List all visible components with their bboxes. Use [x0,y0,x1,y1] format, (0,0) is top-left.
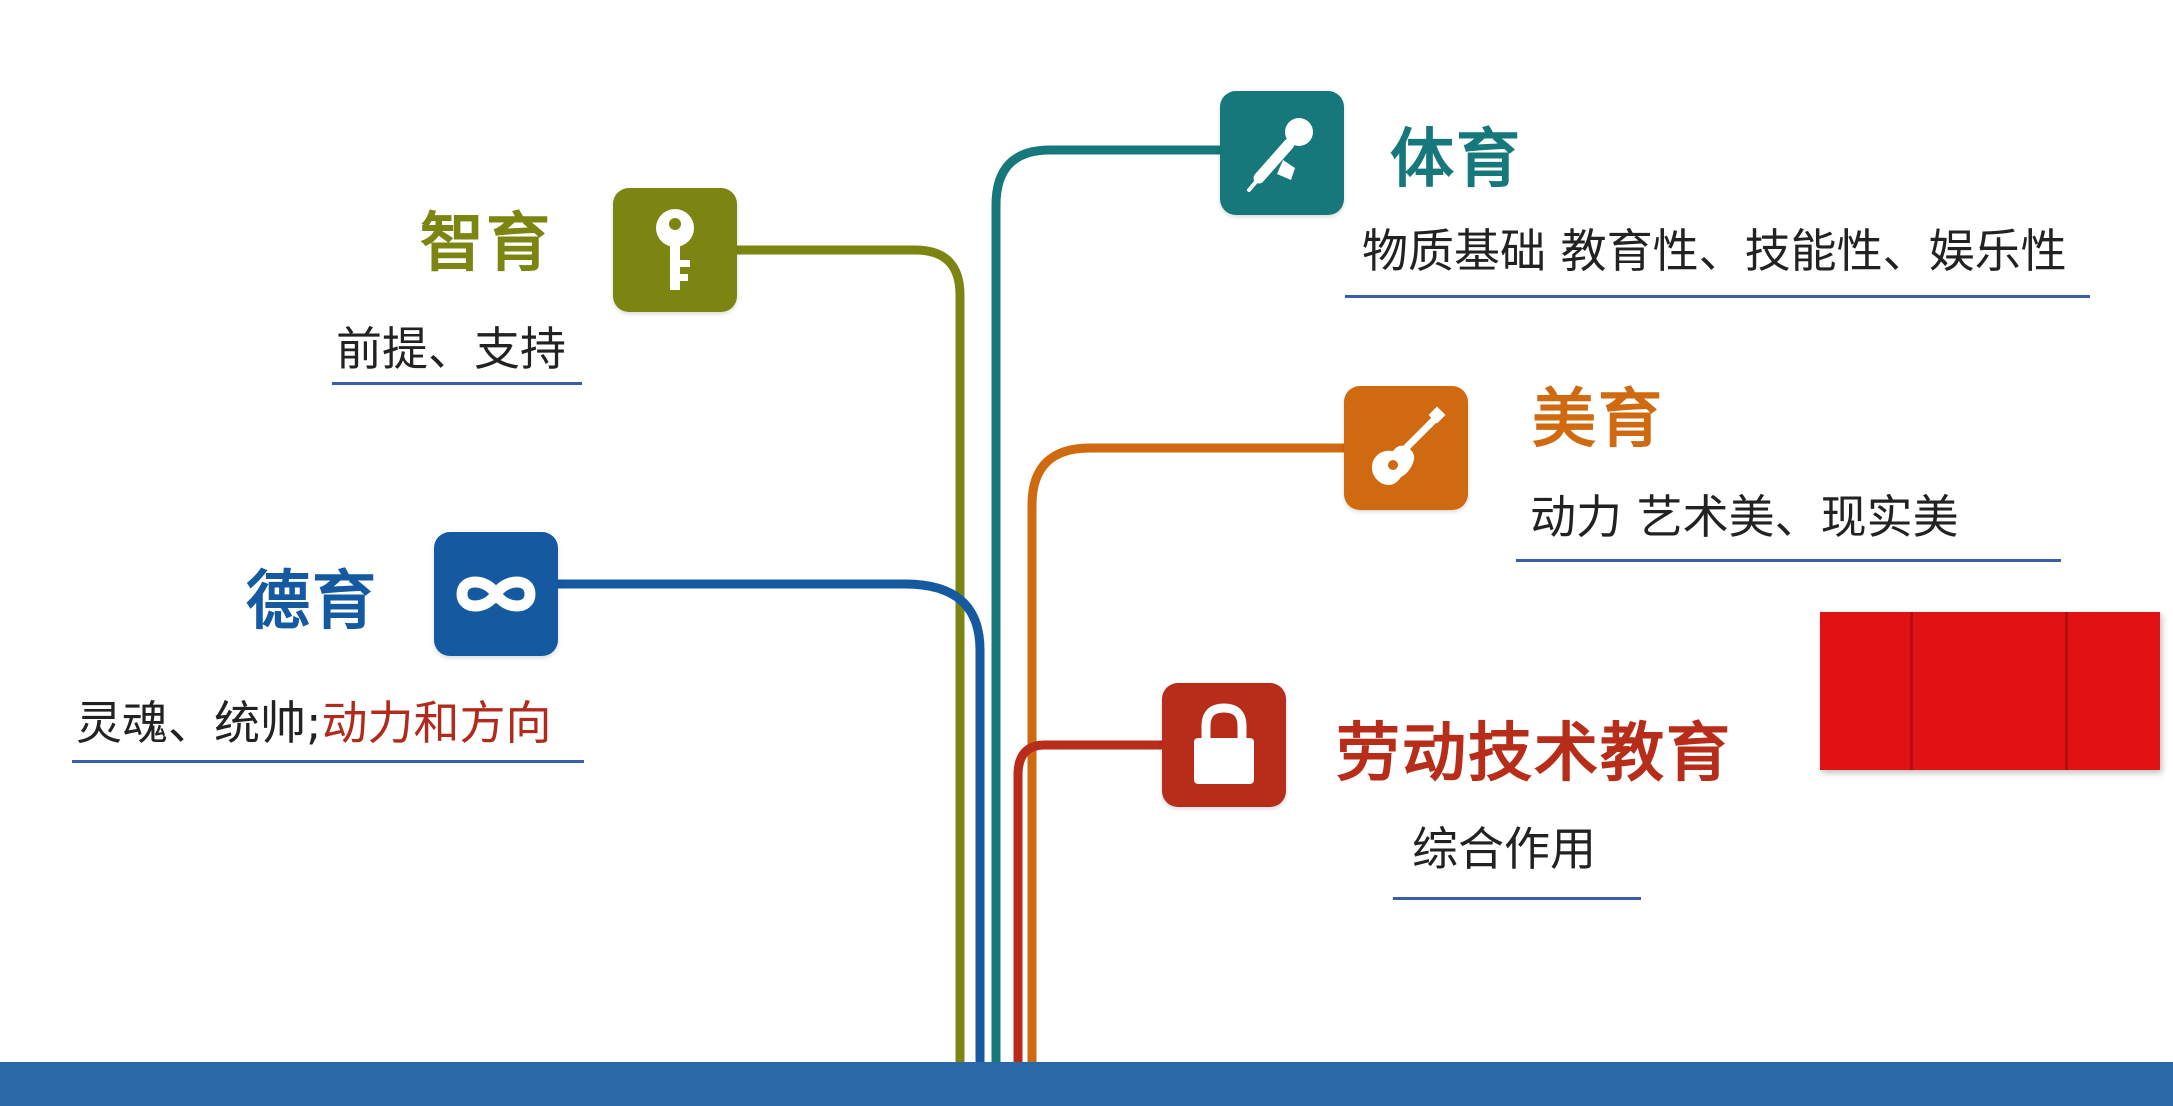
deyu-underline [72,760,584,763]
infinity-icon [456,576,536,612]
connector-zhiyu [730,245,965,1067]
guitar-icon [1372,406,1446,485]
laodong-title: 劳动技术教育 [1336,717,1732,791]
meiyu-underline [1516,559,2061,562]
meiyu-title: 美育 [1532,383,1664,457]
meiyu-description: 动力 艺术美、现实美 [1530,490,1959,544]
connector-meiyu [1027,443,1350,1067]
zhiyu-description: 前提、支持 [336,322,566,376]
microphone-icon [1247,118,1313,192]
connector-deyu [550,579,985,1067]
connector-tiyu [991,145,1227,1067]
deyu-desc-plain: 灵魂、统帅; [76,696,322,750]
connector-laodong [1013,740,1167,1067]
tiyu-underline [1345,295,2090,298]
red-panel-seam [2065,612,2068,770]
microphone-icon-box [1220,91,1344,215]
deyu-desc-highlight: 动力和方向 [321,696,552,750]
red-panel-seam [1910,612,1913,770]
tiyu-description: 物质基础 教育性、技能性、娱乐性 [1362,224,2067,278]
zhiyu-title: 智育 [420,207,552,281]
lock-icon [1194,703,1254,784]
bottom-bar [0,1062,2173,1106]
deyu-description: 灵魂、统帅;动力和方向 [76,700,552,746]
deyu-title: 德育 [246,565,378,639]
laodong-underline [1393,897,1641,900]
key-icon-box [613,188,737,312]
tiyu-title: 体育 [1390,123,1522,197]
infinity-icon-box [434,532,558,656]
red-panel [1820,612,2160,770]
laodong-description: 综合作用 [1412,822,1596,876]
guitar-icon-box [1344,386,1468,510]
zhiyu-underline [332,382,582,385]
key-icon [656,209,694,290]
lock-icon-box [1162,683,1286,807]
